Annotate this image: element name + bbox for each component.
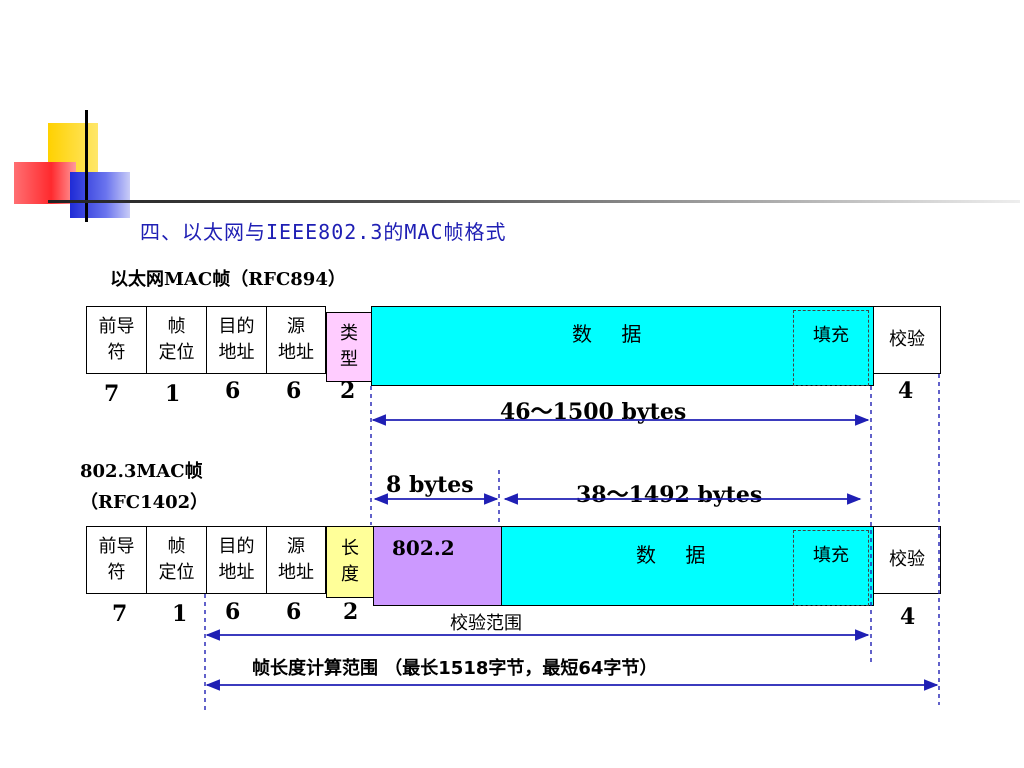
ieee-heading-line1: 802.3MAC帧 xyxy=(80,461,203,482)
ieee-check-range: 校验范围 xyxy=(450,613,522,634)
eth-size-type: 2 xyxy=(340,378,356,404)
ethernet-heading: 以太网MAC帧（RFC894） xyxy=(110,269,346,290)
eth-size-sfd: 1 xyxy=(165,381,181,407)
ieee-size-dest: 6 xyxy=(225,599,241,625)
eth-field-fcs: 校验 xyxy=(873,306,941,374)
ieee-field-length: 长度 xyxy=(326,526,374,598)
ieee-field-sfd: 帧定位 xyxy=(146,526,207,594)
decor-blue-square xyxy=(70,172,130,218)
eth-field-pad: 填充 xyxy=(793,310,869,386)
eth-field-type: 类型 xyxy=(326,312,372,382)
eth-field-dest: 目的地址 xyxy=(206,306,267,374)
ieee-size-fcs: 4 xyxy=(900,604,916,630)
eth-field-preamble: 前导符 xyxy=(86,306,147,374)
ieee-field-dest: 目的地址 xyxy=(206,526,267,594)
eth-field-data xyxy=(371,306,874,386)
ieee-field-src: 源地址 xyxy=(266,526,326,594)
eth-size-dest: 6 xyxy=(225,378,241,404)
decor-vertical-line xyxy=(85,110,88,222)
ieee-frame-range: 帧长度计算范围 （最长1518字节，最短64字节） xyxy=(252,658,658,679)
eth-size-fcs: 4 xyxy=(898,378,914,404)
ieee-size-sfd: 1 xyxy=(172,601,188,627)
ieee-size-preamble: 7 xyxy=(112,601,128,627)
eth-field-src: 源地址 xyxy=(266,306,326,374)
decor-horizontal-rule xyxy=(48,200,1020,203)
ieee-field-pad: 填充 xyxy=(793,530,869,606)
eth-field-sfd: 帧定位 xyxy=(146,306,207,374)
ieee-field-data xyxy=(501,526,874,606)
eth-data-label: 数 据 xyxy=(572,322,643,346)
ieee-field-fcs: 校验 xyxy=(873,526,941,594)
ieee-field-llc: 802.2 xyxy=(373,526,502,606)
decor-red-bar xyxy=(14,162,76,204)
ieee-heading-line2: （RFC1402） xyxy=(80,492,209,513)
eth-size-preamble: 7 xyxy=(104,381,120,407)
ieee-size-src: 6 xyxy=(286,599,302,625)
eth-size-src: 6 xyxy=(286,378,302,404)
ieee-size-length: 2 xyxy=(343,599,359,625)
slide-title: 四、以太网与IEEE802.3的MAC帧格式 xyxy=(140,220,507,244)
ieee-data-label: 数 据 xyxy=(636,543,707,567)
